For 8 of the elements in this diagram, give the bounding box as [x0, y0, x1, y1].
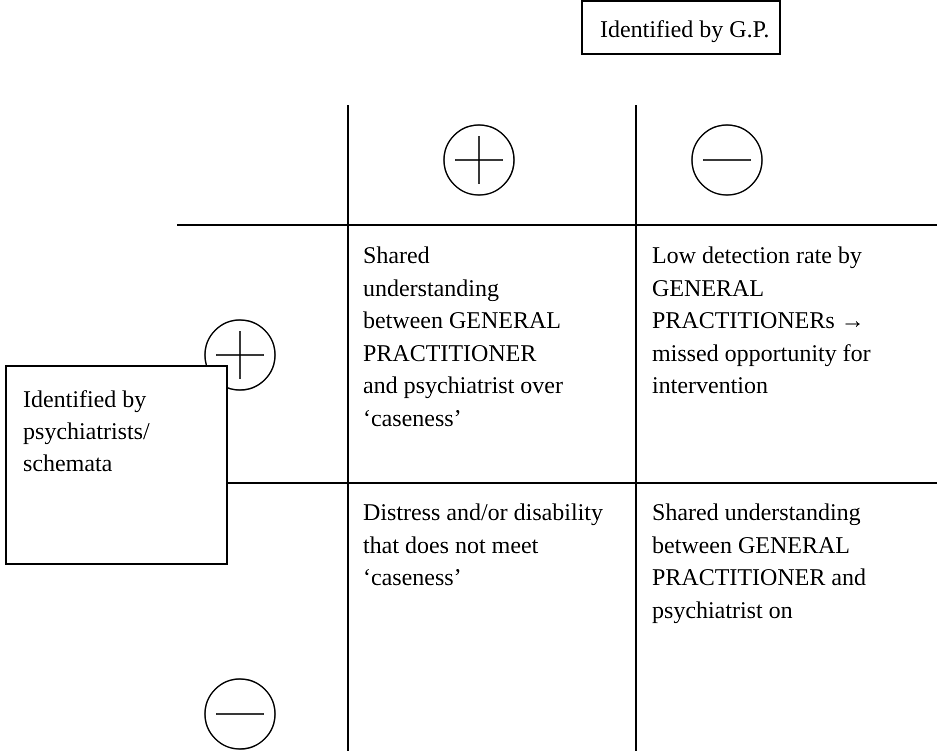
cell-text: Low detection rate by GENERAL PRACTITIONERs → missed opportunity for intervention [652, 242, 872, 401]
box-label: Identified by psychiatrists/ schemata [23, 386, 150, 479]
cell-text: Shared understanding between GENERAL PRACTITIONER and psychiatrist on [652, 499, 867, 626]
box-label: Identified by G.P. [600, 16, 770, 45]
cell-text: Distress and/or disability that does not meet ‘caseness’ [363, 499, 604, 593]
cell-text: Shared understanding between GENERAL PRACTITIONER and psychiatrist over ‘caseness’ [363, 242, 563, 434]
label-box [581, 0, 781, 55]
label-box [5, 365, 228, 565]
